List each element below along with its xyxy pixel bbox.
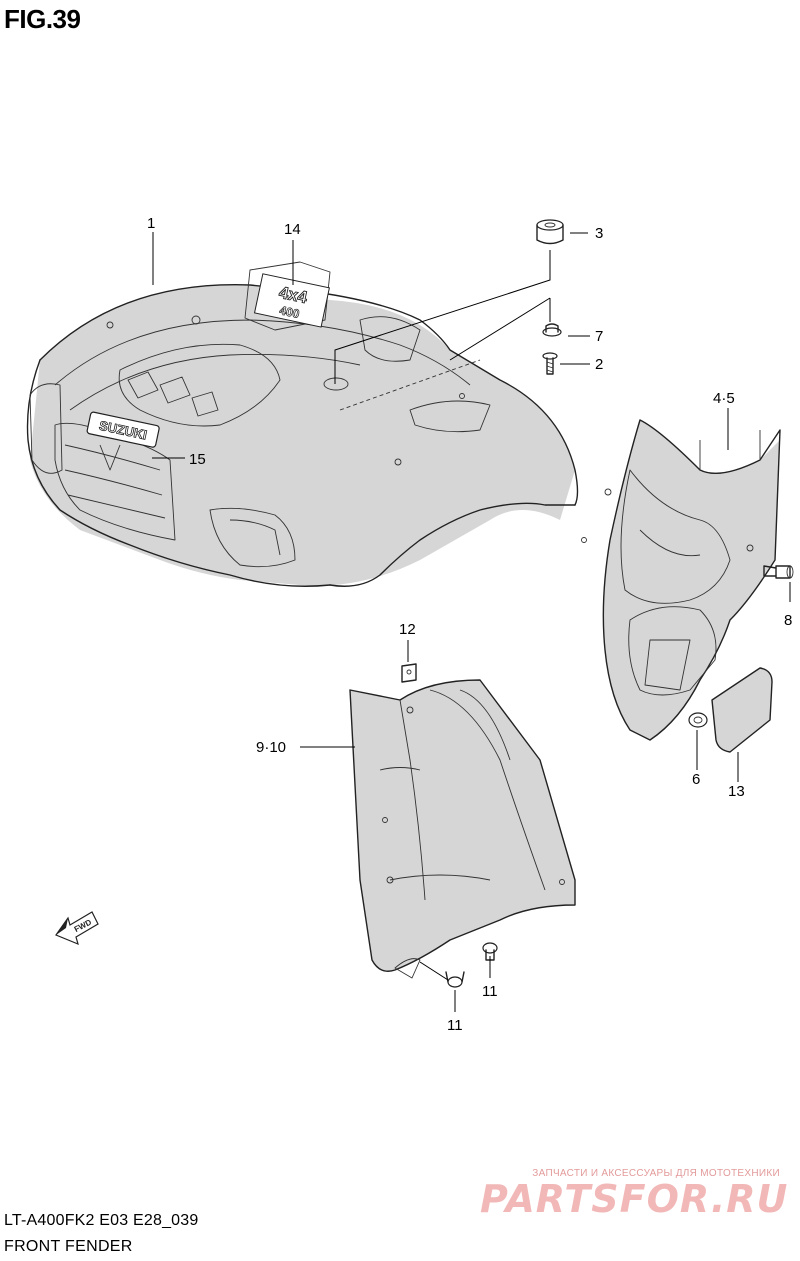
callout-11-left: 11 — [447, 1017, 463, 1034]
watermark-logo: PARTSFOR.RU — [480, 1177, 789, 1221]
watermark-tagline: ЗАПЧАСТИ И АКСЕССУАРЫ ДЛЯ МОТОТЕХНИКИ — [532, 1168, 780, 1179]
cover-plate-part-13 — [711, 667, 773, 753]
watermark: ЗАПЧАСТИ И АКСЕССУАРЫ ДЛЯ МОТОТЕХНИКИ PA… — [480, 1168, 789, 1221]
callout-14: 14 — [284, 221, 301, 238]
bolt-part-2 — [542, 352, 558, 375]
callout-13: 13 — [728, 783, 745, 800]
4x4-decal: 4x4 400 — [253, 273, 330, 328]
callout-15: 15 — [189, 451, 206, 468]
callout-12: 12 — [399, 621, 416, 638]
model-code: LT-A400FK2 E03 E28_039 — [4, 1212, 199, 1229]
callout-8: 8 — [784, 612, 792, 629]
callout-11-right: 11 — [482, 983, 498, 1000]
inner-fender-part-9-10 — [349, 679, 576, 979]
clip-part-12 — [401, 663, 417, 683]
side-panel-part-4-5 — [581, 419, 781, 741]
decal-400-text: 400 — [278, 303, 301, 321]
callout-1: 1 — [147, 215, 155, 232]
leader-lines — [152, 232, 791, 1012]
grommet-part-6 — [688, 712, 708, 728]
washer-part-7 — [542, 323, 562, 337]
callout-3: 3 — [595, 225, 603, 242]
callout-6: 6 — [692, 771, 700, 788]
screw-part-11-left — [445, 971, 465, 988]
figure-title: FIG.39 — [4, 4, 81, 34]
forward-direction-arrow-icon: FWD — [55, 911, 99, 946]
callout-9-10: 9·10 — [256, 739, 286, 756]
cushion-part-3 — [536, 219, 564, 245]
callout-labels: 1 14 3 7 2 4·5 15 8 12 9·10 6 13 11 11 — [147, 215, 792, 1034]
callout-4-5: 4·5 — [713, 390, 735, 407]
callout-7: 7 — [595, 328, 603, 345]
callout-2: 2 — [595, 356, 603, 373]
bolt-part-8 — [763, 565, 794, 579]
part-group-name: FRONT FENDER — [4, 1238, 133, 1255]
